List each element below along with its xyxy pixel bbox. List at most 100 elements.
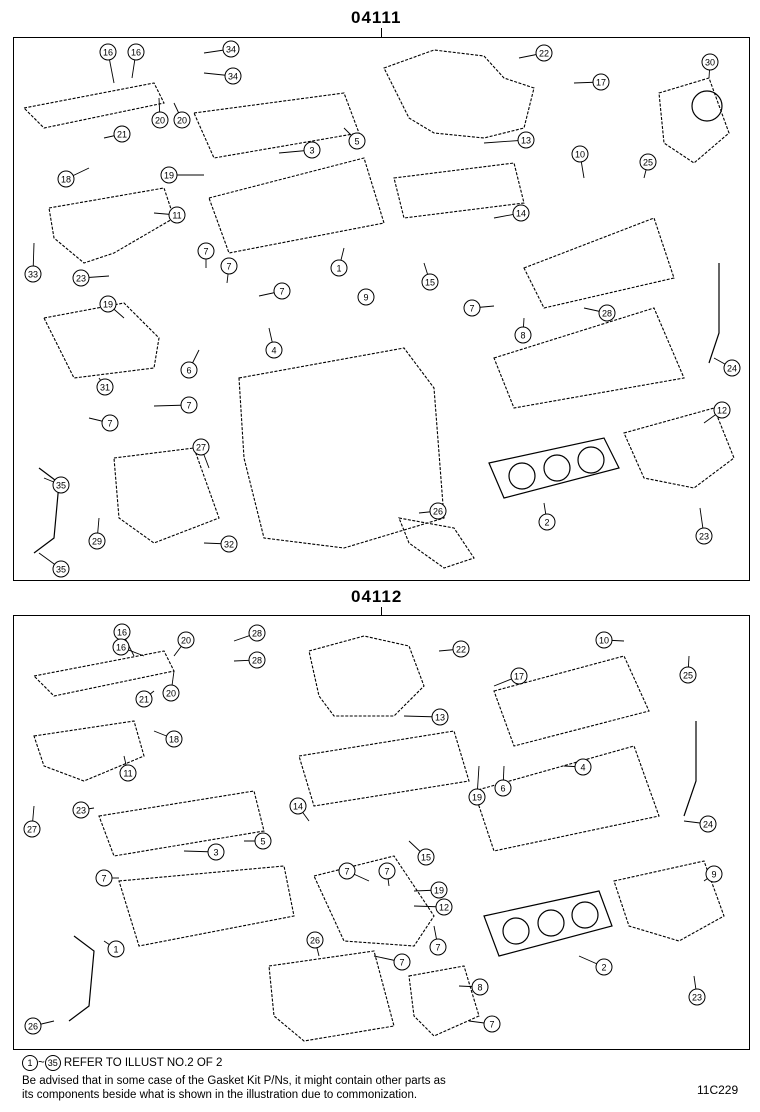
callout-circle	[165, 730, 183, 748]
callout-number: 19	[434, 886, 444, 896]
callout-number: 27	[196, 443, 206, 453]
callout-circle	[435, 898, 453, 916]
callout-number: 20	[166, 689, 176, 699]
callout-circle	[99, 43, 117, 61]
callout-number: 7	[279, 287, 284, 297]
part-callout-35: 35	[52, 560, 70, 578]
exhaust-manifold-right-outline	[613, 860, 725, 942]
callout-number: 23	[692, 993, 702, 1003]
part-callout-22: 22	[452, 640, 470, 658]
callout-circle	[535, 44, 553, 62]
part-callout-11: 11	[119, 764, 137, 782]
callout-circle	[57, 170, 75, 188]
callout-number: 7	[469, 304, 474, 314]
part-callout-26: 26	[429, 502, 447, 520]
oil-pan-outline	[473, 745, 660, 852]
part-callout-10: 10	[571, 145, 589, 163]
cylinder-head-left-outline	[298, 730, 470, 807]
part-callout-7: 7	[180, 396, 198, 414]
callout-number: 28	[602, 309, 612, 319]
callout-circle	[52, 476, 70, 494]
callout-number: 13	[435, 713, 445, 723]
part-callout-19: 19	[468, 788, 486, 806]
callout-number: 4	[271, 346, 276, 356]
footer-reference-note: 1~35 REFER TO ILLUST NO.2 OF 2	[22, 1055, 222, 1071]
callout-circle	[180, 361, 198, 379]
callout-number: 6	[500, 784, 505, 794]
callout-circle	[417, 848, 435, 866]
callout-number: 28	[252, 656, 262, 666]
callout-number: 21	[139, 695, 149, 705]
part-callout-11: 11	[168, 206, 186, 224]
part-callout-24: 24	[723, 359, 741, 377]
part-callout-7: 7	[95, 869, 113, 887]
part-callout-4: 4	[265, 341, 283, 359]
callout-circle	[107, 940, 125, 958]
callout-number: 22	[456, 645, 466, 655]
part-callout-7: 7	[429, 938, 447, 956]
callout-circle	[24, 1017, 42, 1035]
part-callout-21: 21	[113, 125, 131, 143]
timing-belt-cover-outline	[268, 950, 395, 1042]
callout-circle	[452, 640, 470, 658]
part-callout-1: 1	[107, 940, 125, 958]
part-callout-19: 19	[99, 295, 117, 313]
callout-number: 18	[61, 175, 71, 185]
part-callout-31: 31	[96, 378, 114, 396]
callout-circle	[173, 111, 191, 129]
part-callout-28: 28	[598, 304, 616, 322]
callout-number: 16	[117, 628, 127, 638]
part-callout-5: 5	[348, 132, 366, 150]
callout-circle	[254, 832, 272, 850]
callout-number: 30	[705, 58, 715, 68]
ref-end-callout: 35	[44, 1055, 61, 1071]
water-pump-outline	[113, 447, 220, 544]
callout-circle	[468, 788, 486, 806]
callout-circle	[207, 843, 225, 861]
callout-circle	[598, 304, 616, 322]
callout-circle	[571, 145, 589, 163]
callout-circle	[430, 881, 448, 899]
title-tick	[381, 607, 382, 615]
callout-number: 17	[514, 672, 524, 682]
water-pump-outline	[408, 965, 480, 1037]
fuel-rail-outline	[22, 82, 165, 129]
callout-circle	[192, 438, 210, 456]
part-callout-5: 5	[254, 832, 272, 850]
callout-number: 20	[181, 636, 191, 646]
callout-circle	[160, 166, 178, 184]
callout-circle	[72, 801, 90, 819]
timing-cover-outline	[313, 855, 435, 947]
part-callout-26: 26	[24, 1017, 42, 1035]
callout-number: 10	[575, 150, 585, 160]
callout-number: 18	[169, 735, 179, 745]
callout-number: 20	[177, 116, 187, 126]
callout-circle	[224, 67, 242, 85]
callout-number: 31	[100, 383, 110, 393]
part-callout-7: 7	[463, 299, 481, 317]
callout-number: 25	[683, 671, 693, 681]
part-callout-7: 7	[393, 953, 411, 971]
kit-title-04111: 04111	[351, 8, 402, 27]
callout-circle	[220, 535, 238, 553]
callout-circle	[99, 295, 117, 313]
callout-number: 10	[599, 636, 609, 646]
dipstick-guide-outline	[708, 263, 720, 364]
part-callout-17: 17	[592, 73, 610, 91]
water-bypass-pipe-outline	[68, 935, 95, 1022]
callout-circle	[303, 141, 321, 159]
callout-circle	[512, 204, 530, 222]
callout-number: 15	[421, 853, 431, 863]
callout-number: 11	[172, 211, 181, 221]
callout-circle	[429, 502, 447, 520]
title-tick	[381, 28, 382, 38]
callout-circle	[197, 242, 215, 260]
callout-number: 19	[472, 793, 482, 803]
callout-circle	[592, 73, 610, 91]
part-callout-29: 29	[88, 532, 106, 550]
callout-circle	[538, 513, 556, 531]
part-callout-16: 16	[113, 623, 131, 641]
part-callout-24: 24	[699, 815, 717, 833]
part-callout-8: 8	[514, 326, 532, 344]
